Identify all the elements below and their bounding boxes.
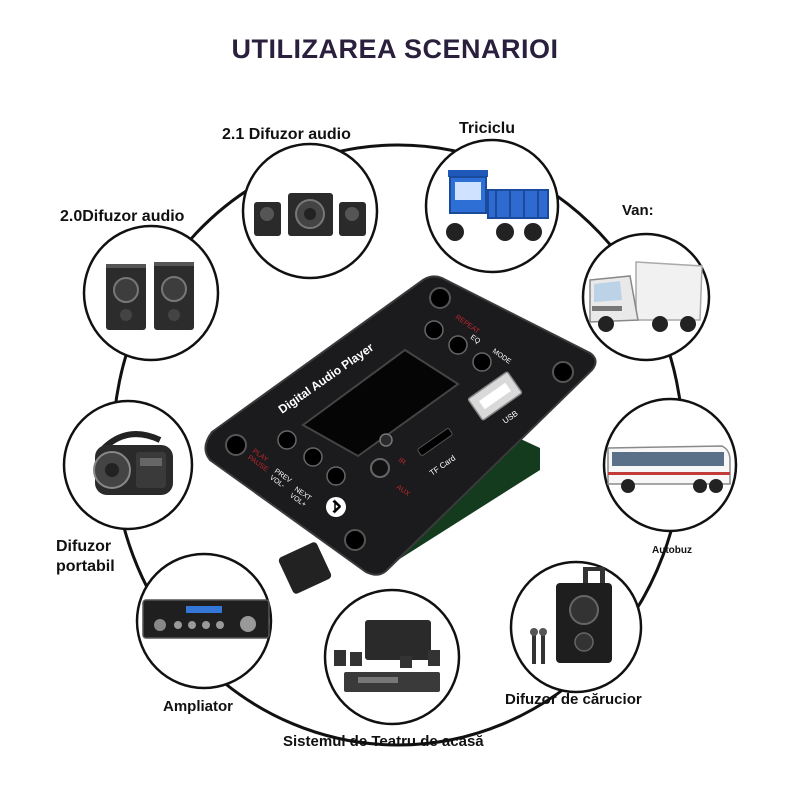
audio-player-board: Digital Audio Player REPEAT EQ MODE PLAY… [204, 275, 597, 594]
next-vol-up-button[interactable] [326, 466, 346, 486]
repeat-button[interactable] [424, 320, 444, 340]
lcd-display [301, 348, 460, 458]
eq-label: EQ [469, 334, 482, 346]
eq-button[interactable] [448, 335, 468, 355]
ir-sensor [379, 433, 393, 447]
aux-jack [370, 458, 390, 478]
label-bus: Autobuz [652, 545, 692, 556]
label-amplifier: Ampliator [163, 698, 234, 715]
portable-speaker-icon [93, 431, 173, 495]
label-tricycle: Triciclu [459, 120, 516, 137]
play-pause-button[interactable] [277, 430, 297, 450]
amplifier-icon [142, 599, 270, 639]
scenario-circle-tricycle [424, 138, 560, 274]
trolley-speaker-icon [530, 567, 612, 664]
label-2-0-speaker: 2.0Difuzor audio [60, 208, 185, 225]
prev-vol-down-button[interactable] [303, 447, 323, 467]
mount-hole-icon [344, 529, 366, 551]
wire-connector [278, 542, 332, 594]
scenario-circle-portable-speaker [62, 399, 194, 531]
speaker-2-0-icon [106, 262, 194, 330]
scenario-circle-van [581, 232, 711, 362]
scenario-circle-home-theater [323, 588, 461, 726]
label-2-1-speaker: 2.1 Difuzor audio [222, 126, 351, 143]
bus-icon [607, 445, 731, 493]
tf-card-slot [417, 428, 453, 456]
home-theater-icon [334, 620, 440, 692]
truck-icon [589, 261, 703, 332]
speaker-2-1-icon [254, 193, 366, 236]
label-trolley-speaker: Difuzor de cărucior [505, 691, 642, 708]
scenario-circle-2-0-speakers [82, 224, 220, 362]
scenario-circle-trolley-speaker [509, 560, 643, 694]
ir-label: IR [397, 457, 407, 467]
mount-hole-icon [225, 434, 247, 456]
page-title: UTILIZAREA SCENARIOI [231, 34, 559, 64]
scenario-circle-amplifier [135, 552, 273, 690]
label-van: Van: [622, 202, 654, 219]
tricycle-icon [446, 170, 549, 241]
scenario-circle-2-1-speakers [241, 142, 379, 280]
label-portable-speaker: Difuzor portabil [56, 538, 115, 575]
scenario-circle-bus [602, 397, 738, 533]
mount-hole-icon [552, 361, 574, 383]
label-home-theater: Sistemul de Teatru de acasă [283, 733, 484, 750]
bluetooth-icon [326, 497, 346, 517]
mode-button[interactable] [472, 352, 492, 372]
mount-hole-icon [429, 287, 451, 309]
